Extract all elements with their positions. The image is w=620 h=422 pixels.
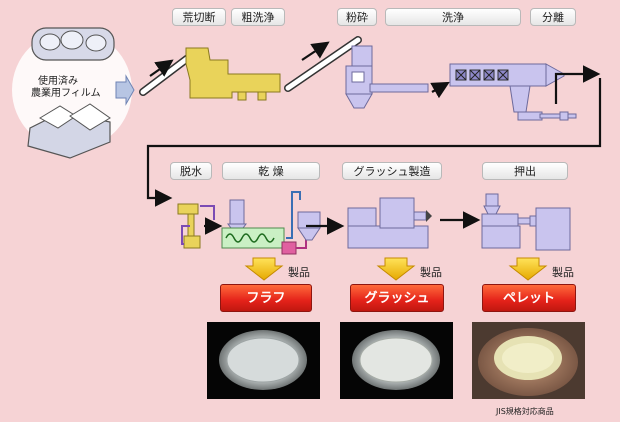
film-bale-icon bbox=[12, 27, 132, 159]
product-grash-button[interactable]: グラッシュ bbox=[350, 284, 444, 312]
product-label: 製品 bbox=[288, 266, 310, 279]
input-label-line2: 農業用フィルム bbox=[31, 88, 101, 99]
stage-label-wash: 洗浄 bbox=[385, 8, 521, 26]
stage-label-dewater: 脱水 bbox=[170, 162, 212, 180]
down-arrow-icon bbox=[508, 257, 548, 281]
cutter-washer-machine bbox=[185, 47, 281, 101]
stage-label-rough-wash: 粗洗浄 bbox=[231, 8, 285, 26]
stage-label-extrude: 押出 bbox=[482, 162, 568, 180]
conveyor-2 bbox=[284, 36, 362, 92]
crusher-machine bbox=[345, 45, 429, 109]
dewatering-machine bbox=[177, 203, 215, 249]
down-arrow-icon bbox=[244, 257, 284, 281]
photo-caption: JIS規格対応商品 bbox=[496, 407, 554, 416]
dryer-machine bbox=[221, 191, 321, 255]
product-pellet-button[interactable]: ペレット bbox=[482, 284, 576, 312]
product-fluff-button[interactable]: フラフ bbox=[220, 284, 312, 312]
stage-label-separate: 分離 bbox=[530, 8, 576, 26]
product-label: 製品 bbox=[420, 266, 442, 279]
input-label-line1: 使用済み bbox=[38, 76, 78, 87]
stage-label-rough-cut: 荒切断 bbox=[172, 8, 226, 26]
grash-photo bbox=[340, 322, 453, 399]
input-arrow bbox=[115, 74, 135, 106]
extruder-machine bbox=[481, 193, 571, 251]
stage-label-grash-make: グラッシュ製造 bbox=[342, 162, 442, 180]
fluff-photo bbox=[207, 322, 320, 399]
washer-separator-machine bbox=[449, 63, 577, 121]
stage-label-dry: 乾 燥 bbox=[222, 162, 320, 180]
pellet-photo bbox=[472, 322, 585, 399]
stage-label-crush: 粉砕 bbox=[337, 8, 377, 26]
down-arrow-icon bbox=[376, 257, 416, 281]
product-label: 製品 bbox=[552, 266, 574, 279]
grash-machine bbox=[347, 197, 432, 249]
